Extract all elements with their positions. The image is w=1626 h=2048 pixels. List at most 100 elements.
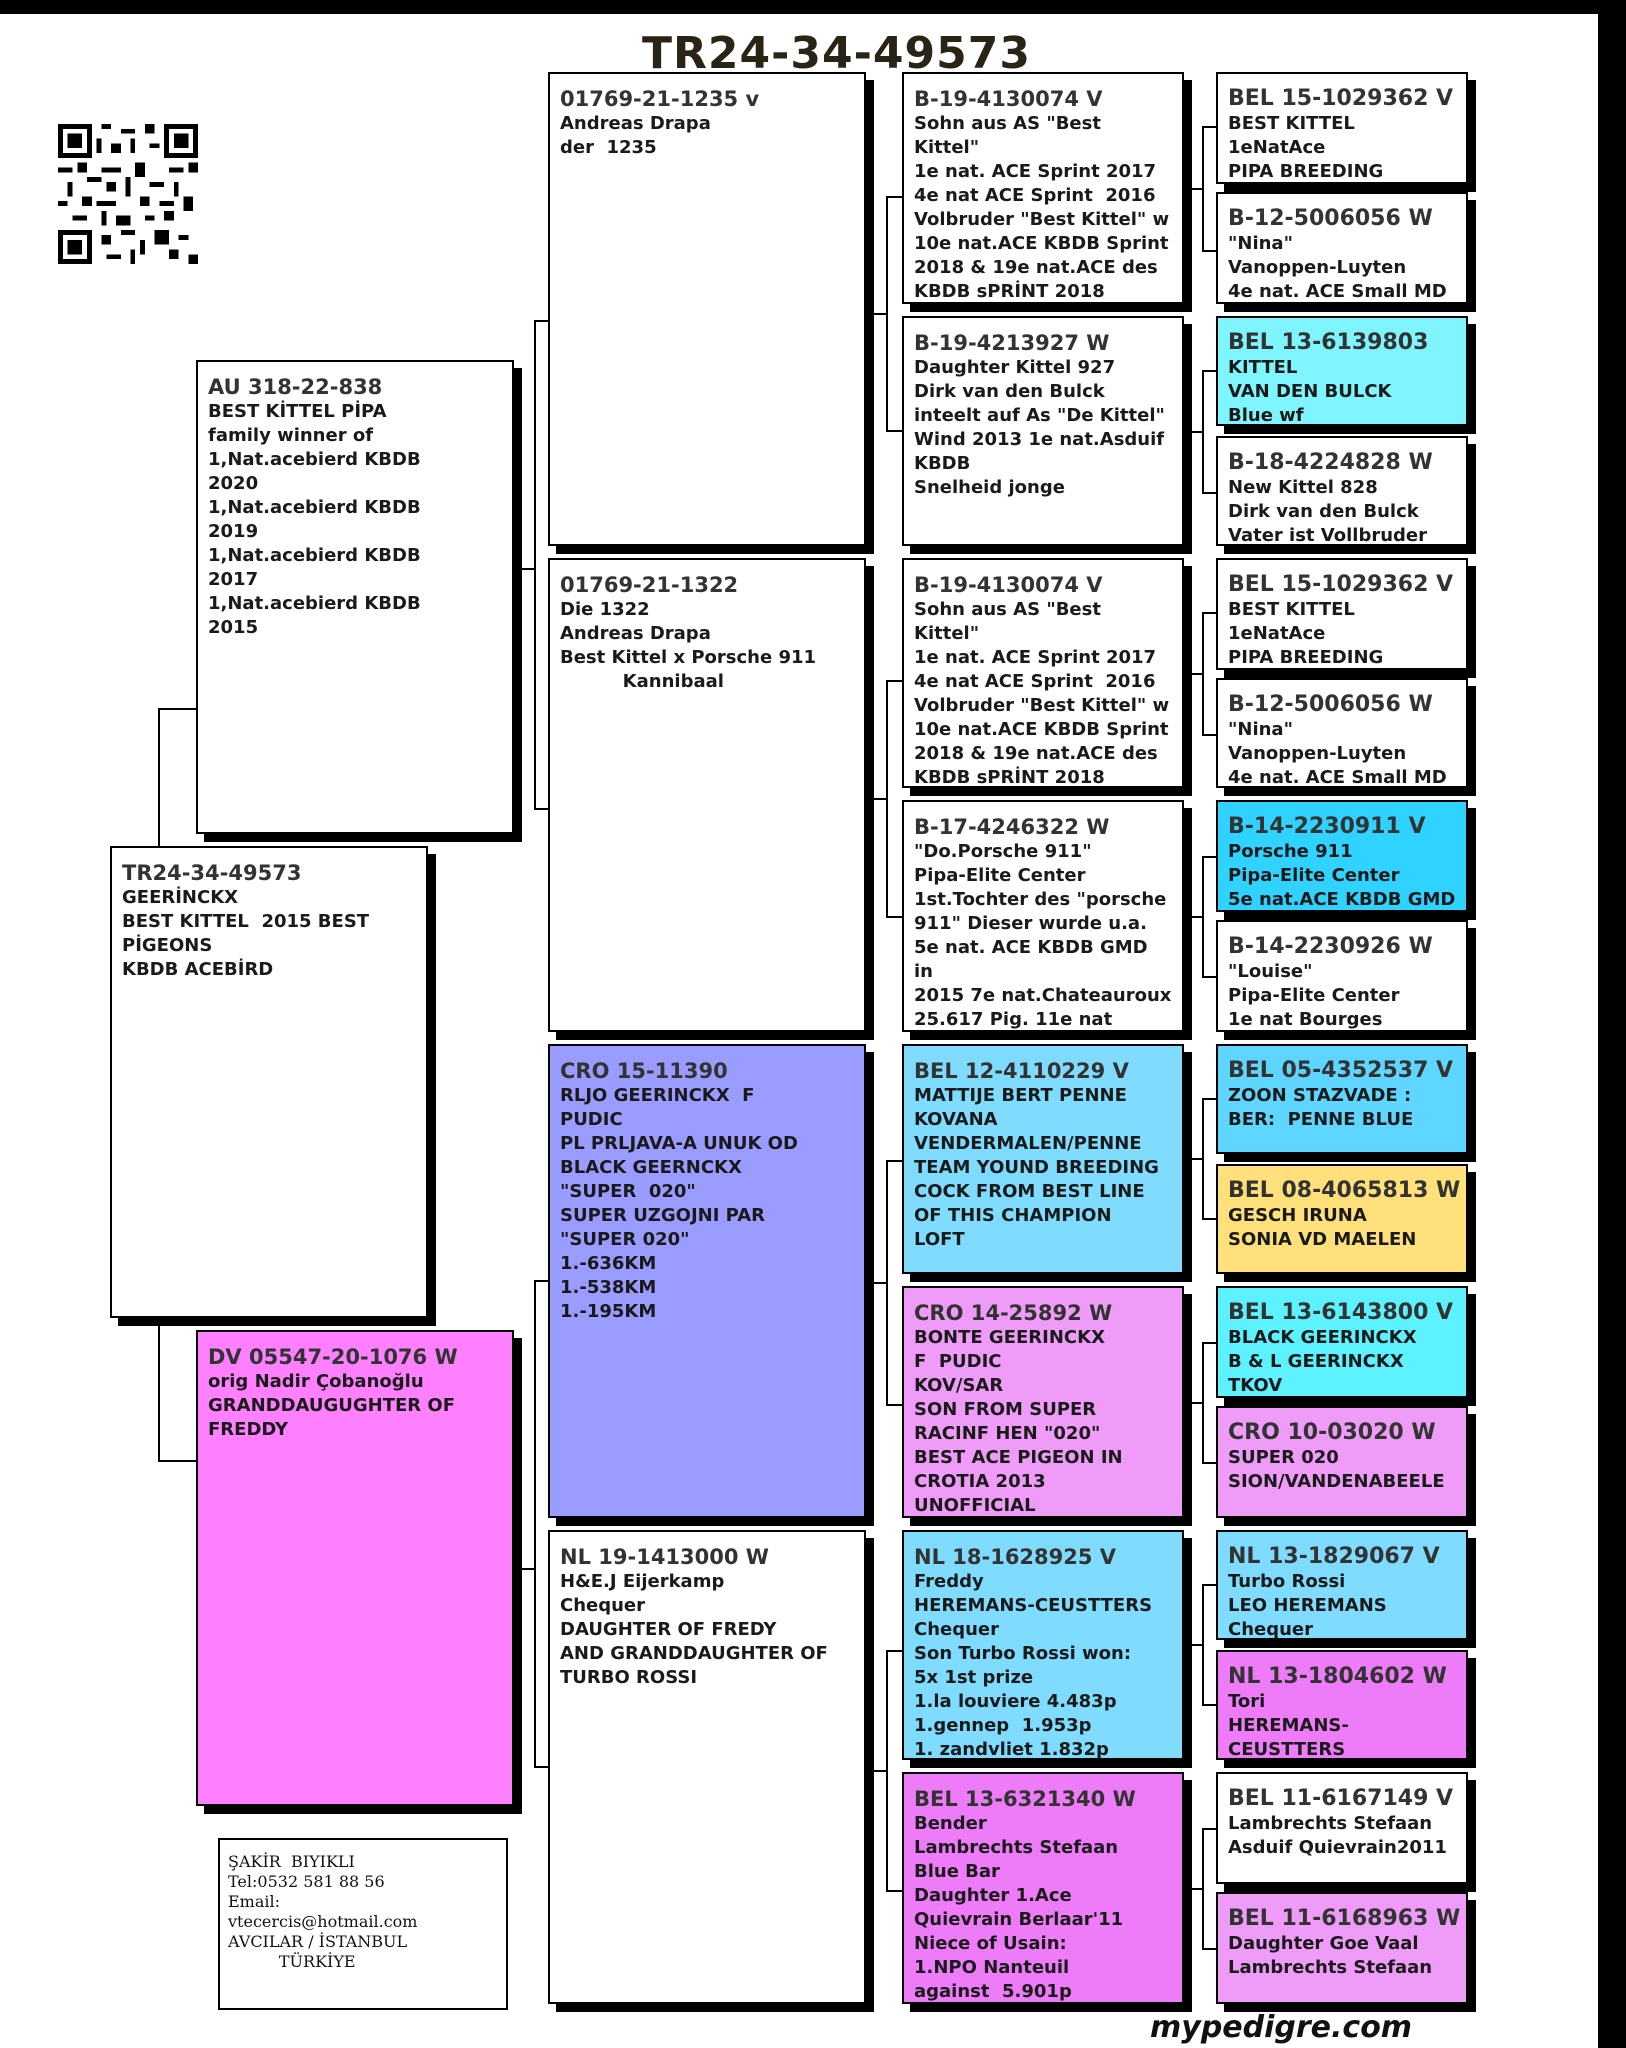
ring-number: B-12-5006056 W: [1228, 206, 1433, 231]
great-grandparent-box[interactable]: CRO 14-25892 W BONTE GEERINCKX F PUDIC K…: [902, 1286, 1184, 1518]
ring-number: CRO 15-11390: [560, 1059, 728, 1083]
ancestor-box[interactable]: BEL 11-6167149 V Lambrechts Stefaan Asdu…: [1216, 1772, 1468, 1884]
sire-bird[interactable]: AU 318-22-838 BEST KİTTEL PİPA family wi…: [196, 360, 514, 834]
bird-notes: Tori HEREMANS-CEUSTTERS Light Chequer: [1228, 1691, 1349, 1760]
subject-bird[interactable]: TR24-34-49573 GEERİNCKX BEST KITTEL 2015…: [110, 846, 428, 1318]
bird-notes: Bender Lambrechts Stefaan Blue Bar Daugh…: [914, 1813, 1124, 2002]
ancestor-box[interactable]: NL 13-1804602 W Tori HEREMANS-CEUSTTERS …: [1216, 1650, 1468, 1760]
ring-number: 01769-21-1322: [560, 573, 739, 597]
great-grandparent-box[interactable]: BEL 13-6321340 W Bender Lambrechts Stefa…: [902, 1772, 1184, 2004]
top-bar: [0, 0, 1626, 14]
brand-logo-text: mypedigre.com: [1150, 2010, 1413, 2045]
ring-number: B-12-5006056 W: [1228, 692, 1433, 717]
great-grandparent-box[interactable]: BEL 12-4110229 V MATTIJE BERT PENNE KOVA…: [902, 1044, 1184, 1274]
grandparent-box[interactable]: 01769-21-1235 v Andreas Drapa der 1235: [548, 72, 866, 546]
ancestor-box[interactable]: BEL 13-6139803 KITTEL VAN DEN BULCK Blue…: [1216, 316, 1468, 426]
bird-notes: MATTIJE BERT PENNE KOVANA VENDERMALEN/PE…: [914, 1085, 1159, 1250]
ancestor-box[interactable]: NL 13-1829067 V Turbo Rossi LEO HEREMANS…: [1216, 1530, 1468, 1640]
connector-line: [522, 568, 536, 570]
connector-line: [1202, 734, 1216, 736]
bird-notes: Sohn aus AS "Best Kittel" 1e nat. ACE Sp…: [914, 599, 1170, 788]
great-grandparent-box[interactable]: B-19-4213927 W Daughter Kittel 927 Dirk …: [902, 316, 1184, 546]
connector-line: [1202, 1584, 1216, 1586]
ancestor-box[interactable]: BEL 15-1029362 V BEST KITTEL 1eNatAce PI…: [1216, 558, 1468, 670]
bird-notes: BEST KİTTEL PİPA family winner of 1,Nat.…: [208, 401, 421, 638]
bird-notes: Daughter Kittel 927 Dirk van den Bulck i…: [914, 357, 1165, 498]
connector-line: [874, 1282, 888, 1284]
bird-notes: "Nina" Vanoppen-Luyten 4e nat. ACE Small…: [1228, 233, 1447, 302]
connector-line: [534, 1766, 550, 1768]
ancestor-box[interactable]: B-12-5006056 W "Nina" Vanoppen-Luyten 4e…: [1216, 678, 1468, 788]
ancestor-box[interactable]: B-14-2230926 W "Louise" Pipa-Elite Cente…: [1216, 920, 1468, 1032]
connector-line: [1202, 1218, 1216, 1220]
grandparent-box[interactable]: 01769-21-1322 Die 1322 Andreas Drapa Bes…: [548, 558, 866, 1032]
ring-number: BEL 13-6321340 W: [914, 1787, 1136, 1811]
breeder-contact: ŞAKİR BIYIKLI Tel:0532 581 88 56 Email: …: [218, 1838, 508, 2010]
ring-number: TR24-34-49573: [122, 861, 302, 885]
ring-number: BEL 13-6143800 V: [1228, 1300, 1454, 1325]
connector-line: [158, 1460, 198, 1462]
great-grandparent-box[interactable]: B-19-4130074 V Sohn aus AS "Best Kittel"…: [902, 72, 1184, 304]
ancestor-box[interactable]: CRO 10-03020 W SUPER 020 SION/VANDENABEE…: [1216, 1406, 1468, 1518]
connector-line: [1192, 1402, 1204, 1404]
connector-line: [886, 1650, 902, 1652]
grandparent-box[interactable]: NL 19-1413000 W H&E.J Eijerkamp Chequer …: [548, 1530, 866, 2004]
bird-notes: SUPER 020 SION/VANDENABEELE: [1228, 1447, 1445, 1492]
ring-number: BEL 13-6139803: [1228, 330, 1429, 355]
ring-number: B-19-4213927 W: [914, 331, 1110, 355]
great-grandparent-box[interactable]: B-17-4246322 W "Do.Porsche 911" Pipa-Eli…: [902, 800, 1184, 1032]
ring-number: NL 13-1829067 V: [1228, 1544, 1440, 1569]
ring-number: BEL 11-6167149 V: [1228, 1786, 1454, 1811]
ancestor-box[interactable]: BEL 15-1029362 V BEST KITTEL 1eNatAce PI…: [1216, 72, 1468, 184]
right-edge-bar: [1598, 0, 1626, 2048]
connector-line: [886, 1160, 902, 1162]
dam-bird[interactable]: DV 05547-20-1076 W orig Nadir Çobanoğlu …: [196, 1330, 514, 1806]
bird-notes: BEST KITTEL 1eNatAce PIPA BREEDING *****…: [1228, 113, 1384, 182]
bird-notes: "Nina" Vanoppen-Luyten 4e nat. ACE Small…: [1228, 719, 1447, 788]
ring-number: B-17-4246322 W: [914, 815, 1110, 839]
ancestor-box[interactable]: B-12-5006056 W "Nina" Vanoppen-Luyten 4e…: [1216, 192, 1468, 304]
connector-line: [1202, 1828, 1216, 1830]
bird-notes: Lambrechts Stefaan Asduif Quievrain2011: [1228, 1813, 1447, 1858]
connector-line: [1192, 1158, 1204, 1160]
connector-line: [886, 196, 902, 198]
bird-notes: "Louise" Pipa-Elite Center 1e nat Bourge…: [1228, 961, 1400, 1030]
bird-notes: Turbo Rossi LEO HEREMANS Chequer: [1228, 1571, 1387, 1640]
ring-number: NL 18-1628925 V: [914, 1545, 1117, 1569]
bird-notes: Freddy HEREMANS-CEUSTTERS Chequer Son Tu…: [914, 1571, 1153, 1760]
connector-line: [1202, 492, 1216, 494]
connector-line: [534, 1280, 536, 1768]
ring-number: AU 318-22-838: [208, 375, 383, 399]
bird-notes: Andreas Drapa der 1235: [560, 113, 711, 158]
ring-number: B-14-2230926 W: [1228, 934, 1433, 959]
ring-number: CRO 10-03020 W: [1228, 1420, 1436, 1445]
connector-line: [1202, 856, 1216, 858]
ancestor-box[interactable]: BEL 11-6168963 W Daughter Goe Vaal Lambr…: [1216, 1892, 1468, 2004]
ancestor-box[interactable]: B-18-4224828 W New Kittel 828 Dirk van d…: [1216, 436, 1468, 546]
ancestor-box[interactable]: BEL 13-6143800 V BLACK GEERINCKX B & L G…: [1216, 1286, 1468, 1398]
connector-line: [522, 1568, 536, 1570]
ancestor-box[interactable]: BEL 08-4065813 W GESCH IRUNA SONIA VD MA…: [1216, 1164, 1468, 1274]
ring-number: B-19-4130074 V: [914, 573, 1103, 597]
great-grandparent-box[interactable]: NL 18-1628925 V Freddy HEREMANS-CEUSTTER…: [902, 1530, 1184, 1760]
ring-number: BEL 15-1029362 V: [1228, 572, 1454, 597]
connector-line: [1202, 370, 1216, 372]
bird-notes: BONTE GEERINCKX F PUDIC KOV/SAR SON FROM…: [914, 1327, 1123, 1516]
ancestor-box[interactable]: BEL 05-4352537 V ZOON STAZVADE : BER: PE…: [1216, 1044, 1468, 1154]
bird-notes: ZOON STAZVADE : BER: PENNE BLUE: [1228, 1085, 1414, 1130]
ancestor-box[interactable]: B-14-2230911 V Porsche 911 Pipa-Elite Ce…: [1216, 800, 1468, 912]
grandparent-box[interactable]: CRO 15-11390 RLJO GEERINCKX F PUDIC PL P…: [548, 1044, 866, 1518]
bird-notes: New Kittel 828 Dirk van den Bulck Vater …: [1228, 477, 1428, 546]
connector-line: [1202, 1462, 1216, 1464]
ring-number: NL 19-1413000 W: [560, 1545, 769, 1569]
connector-line: [534, 808, 550, 810]
ring-number: CRO 14-25892 W: [914, 1301, 1113, 1325]
connector-line: [874, 313, 888, 315]
bird-notes: orig Nadir Çobanoğlu GRANDDAUGUGHTER OF …: [208, 1371, 456, 1440]
ring-number: BEL 11-6168963 W: [1228, 1906, 1461, 1931]
bird-notes: Die 1322 Andreas Drapa Best Kittel x Por…: [560, 599, 817, 692]
connector-line: [158, 708, 160, 848]
connector-line: [1202, 250, 1216, 252]
great-grandparent-box[interactable]: B-19-4130074 V Sohn aus AS "Best Kittel"…: [902, 558, 1184, 788]
qr-code: [58, 124, 198, 264]
